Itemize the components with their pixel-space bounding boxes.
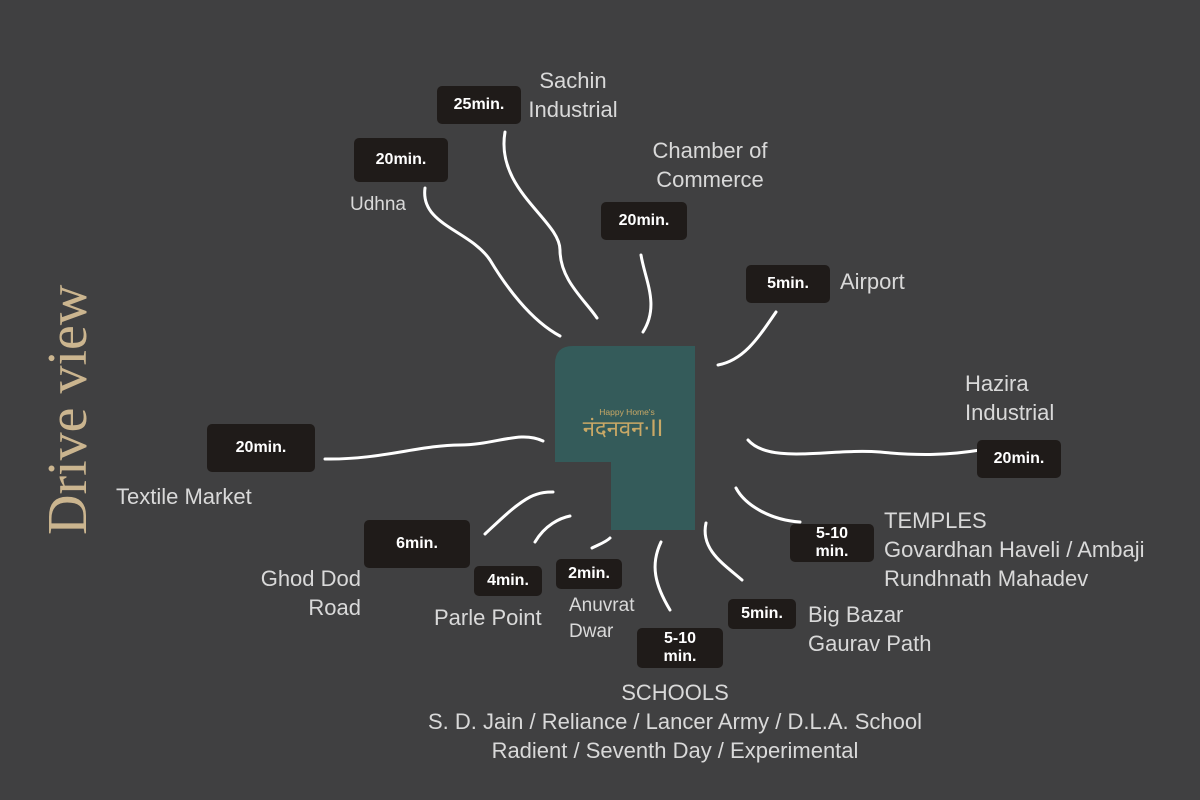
label-sachin: Sachin Industrial — [528, 68, 618, 122]
label-airport: Airport — [840, 269, 905, 294]
plot-shape: Happy Home's नंदनवन·II — [555, 346, 695, 530]
line-anuvrat — [590, 536, 612, 550]
line-textile — [323, 435, 545, 461]
time-badge-schools: 5-10 min. — [637, 628, 723, 668]
line-udhna — [423, 186, 562, 338]
label-udhna: Udhna — [350, 194, 406, 215]
time-badge-big-bazar: 5min. — [728, 599, 796, 629]
label-big-bazar: Big Bazar Gaurav Path — [808, 602, 932, 656]
line-hazira — [746, 438, 982, 456]
label-anuvrat: Anuvrat Dwar — [569, 595, 635, 642]
line-temples — [734, 486, 802, 524]
label-textile: Textile Market — [116, 484, 252, 509]
project-plot: Happy Home's नंदनवन·II — [555, 346, 695, 530]
line-airport — [716, 310, 778, 367]
time-text-schools: 5-10 min. — [663, 630, 697, 665]
label-hazira: Hazira Industrial — [965, 371, 1055, 425]
time-badge-chamber: 20min. — [601, 202, 687, 240]
line-big-bazar — [703, 521, 744, 582]
time-badge-sachin: 25min. — [437, 86, 521, 124]
line-ghod-dod — [483, 490, 555, 536]
logo-tagline: Happy Home's — [599, 407, 654, 417]
time-badge-udhna: 20min. — [354, 138, 448, 182]
time-text-temples: 5-10 min. — [815, 525, 849, 560]
time-badge-hazira: 20min. — [977, 440, 1061, 478]
time-badge-parle: 4min. — [474, 566, 542, 596]
page-title: Drive view — [37, 284, 99, 535]
time-badge-temples: 5-10 min. — [790, 524, 874, 562]
line-sachin — [502, 130, 599, 320]
logo-name: नंदनवन·II — [583, 417, 664, 442]
time-badge-anuvrat: 2min. — [556, 559, 622, 589]
time-badge-textile: 20min. — [207, 424, 315, 472]
label-schools: SCHOOLS S. D. Jain / Reliance / Lancer A… — [428, 680, 922, 763]
label-parle: Parle Point — [434, 605, 542, 630]
label-ghod-dod: Ghod Dod Road — [260, 566, 361, 620]
time-badge-airport: 5min. — [746, 265, 830, 303]
plot-block — [555, 346, 695, 530]
line-parle — [533, 514, 572, 544]
line-schools — [653, 540, 672, 612]
line-chamber — [639, 253, 653, 334]
time-badge-ghod-dod: 6min. — [364, 520, 470, 568]
label-temples: TEMPLES Govardhan Haveli / Ambaji Rundhn… — [884, 508, 1145, 591]
label-chamber: Chamber of Commerce — [652, 138, 768, 192]
